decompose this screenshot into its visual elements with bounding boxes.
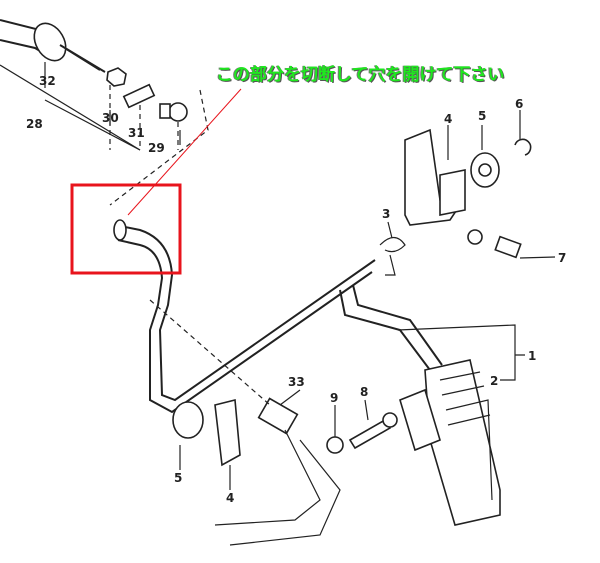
- label-32: 32: [39, 74, 56, 88]
- label-8: 8: [360, 385, 368, 399]
- label-29: 29: [148, 141, 165, 155]
- label-9: 9: [330, 391, 338, 405]
- annotation-pointer: [127, 88, 242, 216]
- pedal-bracket: [379, 128, 556, 276]
- label-6: 6: [515, 97, 523, 111]
- cut-instruction-note: この部分を切断して穴を開けて下さい: [216, 65, 505, 85]
- label-7: 7: [558, 251, 566, 265]
- label-28: 28: [26, 117, 43, 131]
- bottom-small-parts: [149, 299, 398, 546]
- leader-lines: [44, 62, 525, 490]
- label-4-bottom: 4: [226, 491, 234, 505]
- pedal-pad: [399, 359, 501, 526]
- label-2: 2: [490, 374, 498, 388]
- label-5-top: 5: [478, 109, 486, 123]
- cable-small-parts: [106, 67, 209, 206]
- label-30: 30: [102, 111, 119, 125]
- label-4-top: 4: [444, 112, 452, 126]
- label-3: 3: [382, 207, 390, 221]
- cut-area-highlight: [70, 183, 182, 275]
- label-31: 31: [128, 126, 145, 140]
- throttle-cable: [0, 19, 141, 151]
- pedal-arm: [113, 219, 443, 414]
- label-5-bottom: 5: [174, 471, 182, 485]
- label-1: 1: [528, 349, 536, 363]
- label-33: 33: [288, 375, 305, 389]
